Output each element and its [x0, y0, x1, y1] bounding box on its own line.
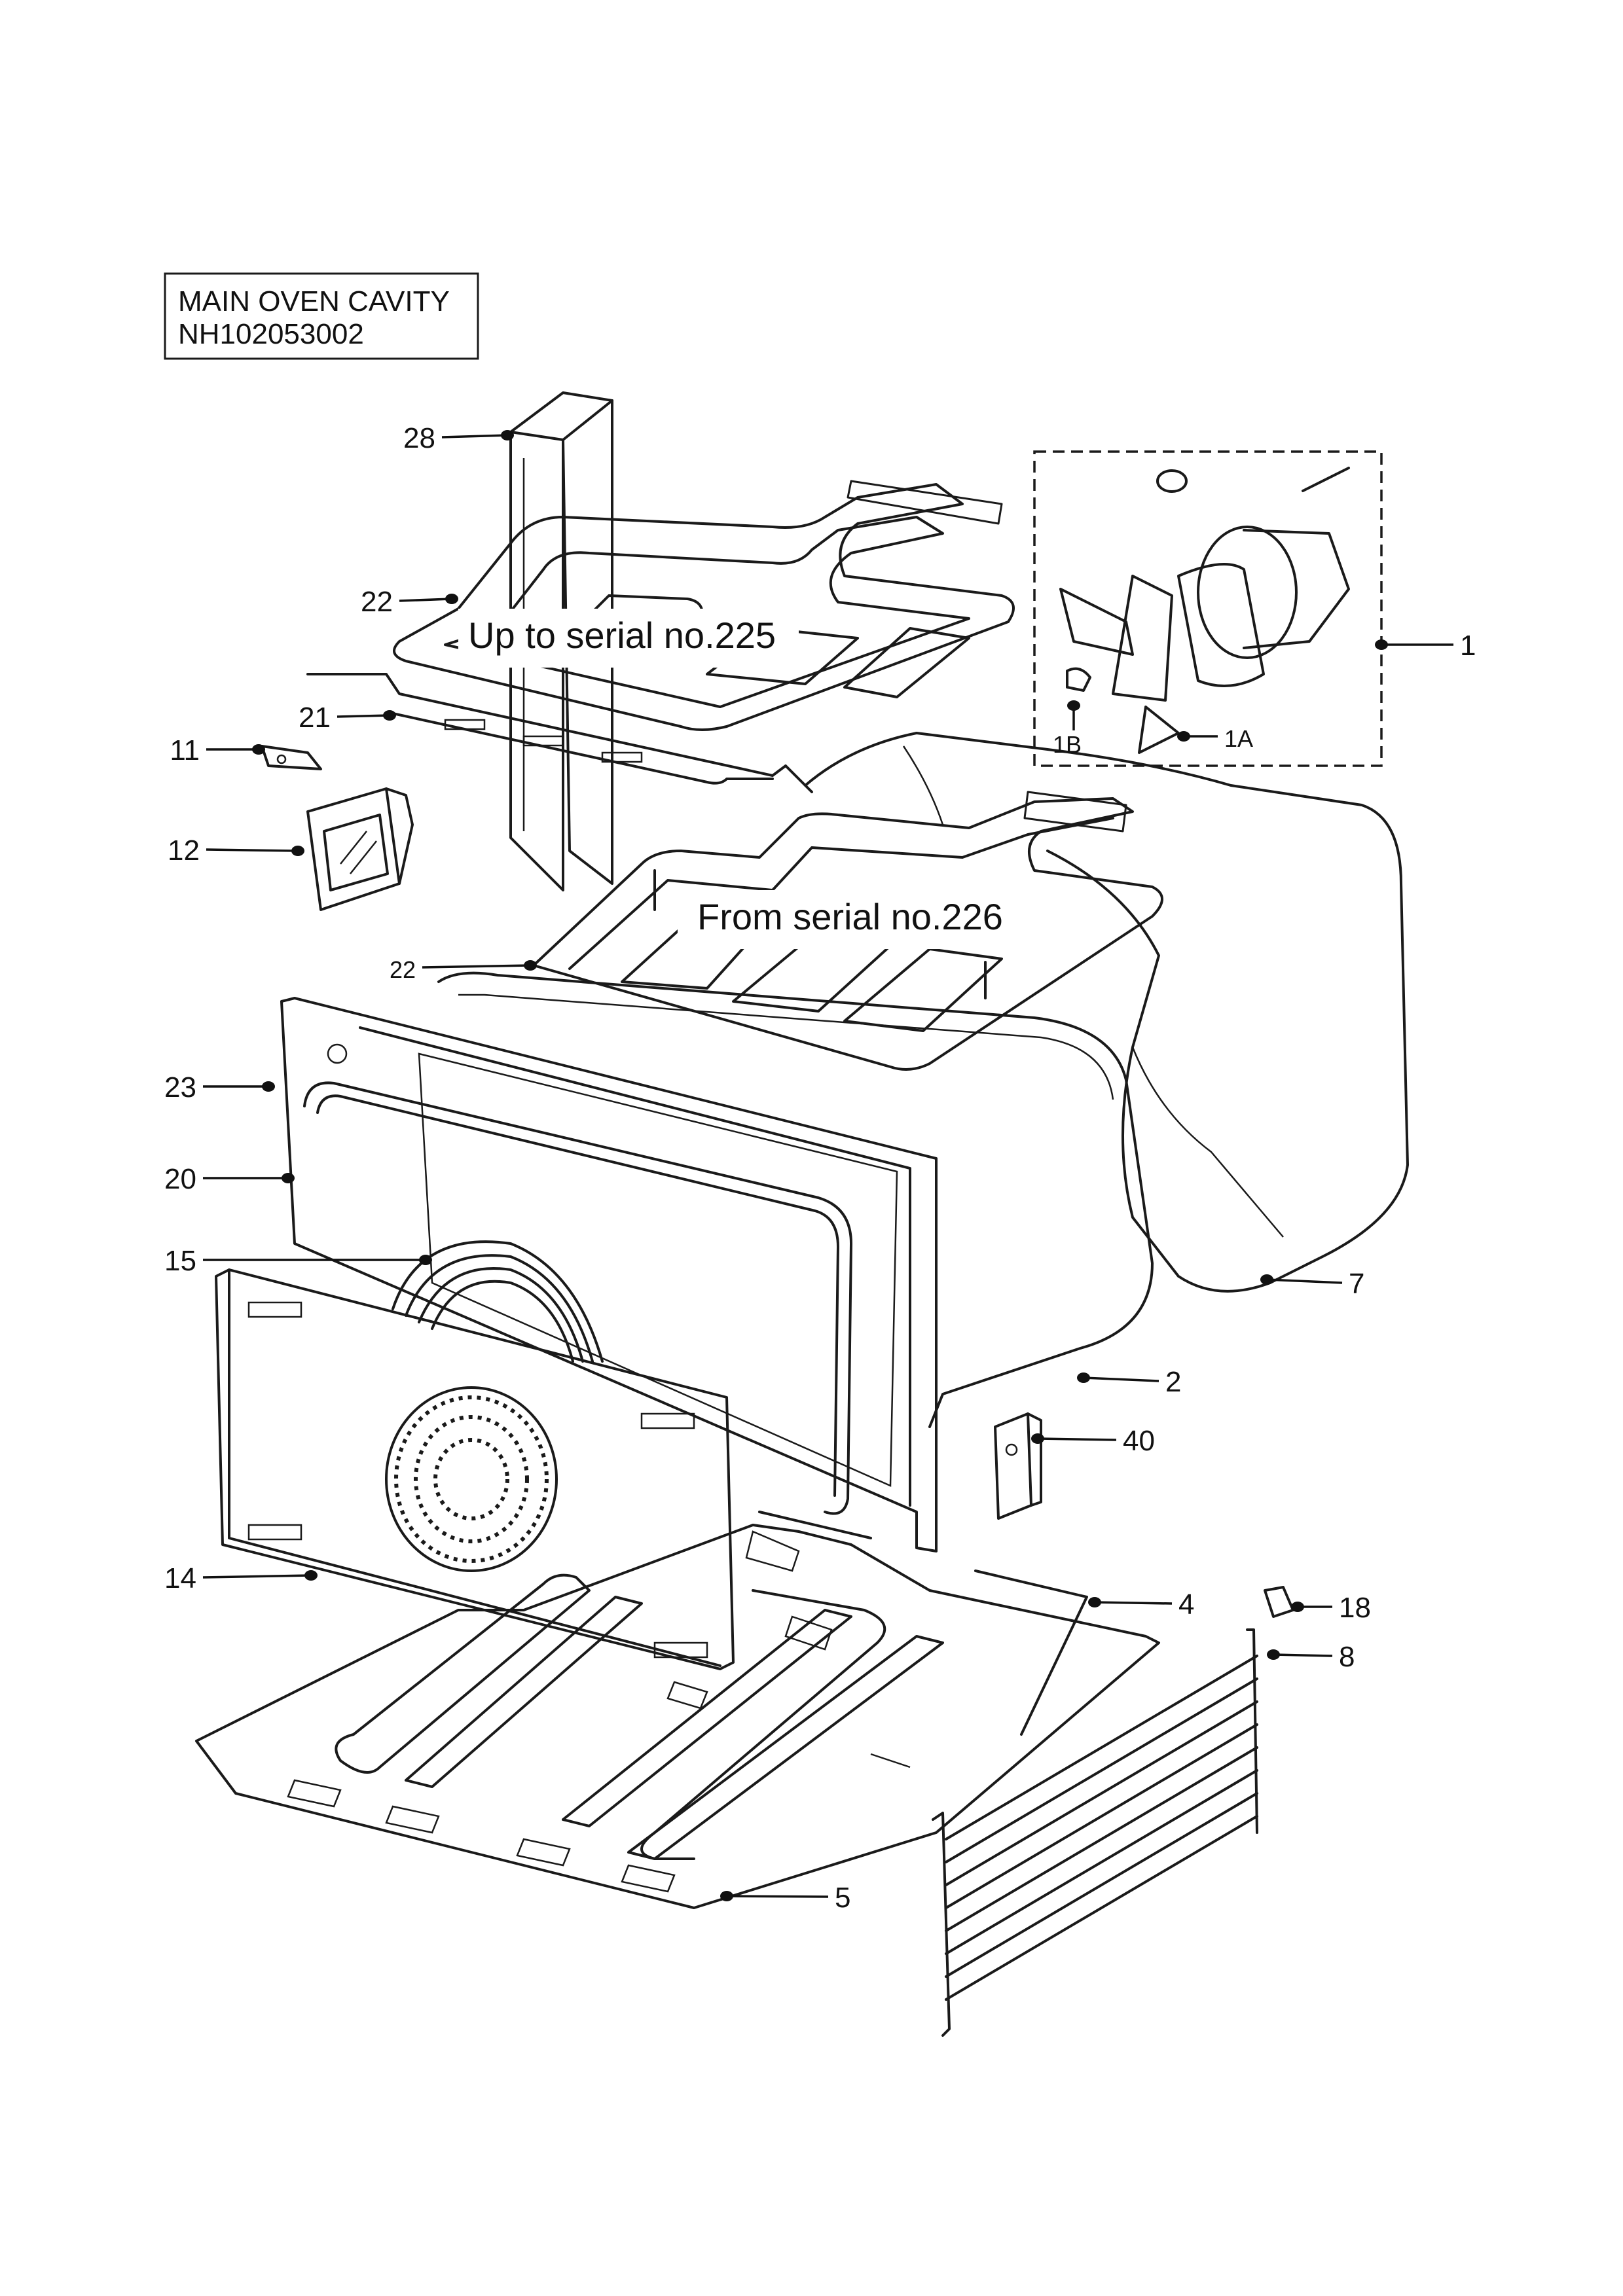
callout-dot [1031, 1433, 1044, 1444]
part-7-insulation [804, 732, 1409, 1293]
callout-leader [1273, 1653, 1333, 1657]
part-40-switch [994, 1412, 1042, 1520]
part-8-shelf-runner [932, 1628, 1258, 2037]
callout-22a: 22 [361, 586, 458, 618]
callout-dot [524, 960, 537, 971]
callout-leader [1083, 1376, 1159, 1382]
part-22-lower-grill [532, 791, 1163, 1071]
callout-layer: 28 22 21 11 12 22 23 20 15 14 1 1A 1B 7 2 40 4 18 8 5 [164, 422, 1476, 1914]
callout-leader [202, 1574, 312, 1579]
callout-dot [720, 1891, 733, 1901]
part-18-clip [1264, 1586, 1294, 1618]
callout-label: 2 [1165, 1366, 1181, 1398]
callout-label: 15 [164, 1245, 196, 1277]
callout-15: 15 [164, 1245, 432, 1277]
callout-dot [304, 1570, 318, 1581]
callout-22b: 22 [390, 956, 537, 983]
callout-dot [445, 594, 458, 604]
callout-5: 5 [720, 1882, 850, 1914]
callout-20: 20 [164, 1163, 295, 1195]
callout-1: 1 [1375, 630, 1476, 662]
callout-23: 23 [164, 1071, 275, 1103]
callout-18: 18 [1291, 1592, 1371, 1624]
callout-11: 11 [170, 734, 265, 766]
upper-grill-serial-note: Up to serial no.225 [468, 615, 776, 656]
callout-dot [1177, 731, 1190, 742]
callout-label: 20 [164, 1163, 196, 1195]
callout-label: 1B [1053, 731, 1082, 758]
callout-12: 12 [168, 834, 304, 867]
callout-leader [1266, 1278, 1343, 1284]
title-line-2: NH102053002 [178, 318, 364, 350]
callout-label: 1A [1224, 725, 1253, 752]
callout-21: 21 [299, 702, 396, 734]
part-5-floor [195, 1524, 1160, 1909]
lower-grill-note: From serial no.226 [678, 890, 1057, 949]
callout-dot [1088, 1597, 1101, 1607]
callout-dot [501, 430, 514, 440]
callout-dot [1067, 700, 1080, 711]
callout-dot [419, 1255, 432, 1265]
callout-4: 4 [1088, 1588, 1194, 1621]
callout-dot [252, 744, 265, 755]
upper-grill-note: Up to serial no.225 [458, 609, 799, 668]
callout-label: 21 [299, 702, 331, 734]
title-box: MAIN OVEN CAVITY NH102053002 [164, 272, 479, 360]
callout-dot [282, 1173, 295, 1183]
callout-label: 11 [170, 734, 200, 766]
callout-label: 5 [835, 1882, 850, 1914]
callout-label: 12 [168, 834, 200, 867]
part-23-front-frame [280, 997, 938, 1552]
title-line-1: MAIN OVEN CAVITY [178, 285, 450, 317]
callout-40: 40 [1031, 1425, 1155, 1457]
callout-2: 2 [1077, 1366, 1181, 1398]
callout-leader [1037, 1437, 1117, 1441]
callout-28: 28 [403, 422, 514, 454]
part-21-bracket [306, 673, 813, 793]
callout-label: 23 [164, 1071, 196, 1103]
callout-label: 22 [390, 956, 416, 983]
callout-leader [1094, 1601, 1173, 1605]
callout-label: 28 [403, 422, 435, 454]
callout-8: 8 [1267, 1641, 1355, 1673]
callout-1B: 1B [1053, 700, 1082, 758]
callout-label: 4 [1178, 1588, 1194, 1621]
part-2-cavity-body [437, 971, 1154, 1428]
callout-label: 40 [1123, 1425, 1155, 1457]
part-15-wire-bundle [392, 1240, 604, 1363]
callout-dot [1077, 1372, 1090, 1383]
callout-leader [206, 848, 299, 852]
part-4-base-element [335, 1511, 1088, 1860]
callout-label: 22 [361, 586, 393, 618]
lower-grill-serial-note: From serial no.226 [697, 896, 1003, 937]
callout-leader [399, 598, 452, 602]
callout-label: 14 [164, 1562, 196, 1594]
callout-dot [1291, 1602, 1304, 1612]
part-22-upper-grill [393, 480, 1015, 731]
callout-dot [1260, 1274, 1273, 1285]
callout-label: 18 [1339, 1592, 1371, 1624]
callout-dot [291, 846, 304, 856]
callout-14: 14 [164, 1562, 318, 1594]
callout-leader [422, 964, 531, 969]
part-20-seal [303, 1081, 852, 1515]
callout-leader [441, 434, 508, 439]
part-1-fan-assembly [1033, 450, 1383, 767]
part-14-back-panel [215, 1268, 735, 1670]
callout-1A: 1A [1177, 725, 1253, 752]
callout-label: 1 [1460, 630, 1476, 662]
callout-7: 7 [1260, 1268, 1364, 1300]
callout-leader [726, 1895, 829, 1898]
callout-dot [1267, 1649, 1280, 1660]
callout-dot [383, 710, 396, 721]
callout-dot [1375, 639, 1388, 650]
callout-label: 7 [1349, 1268, 1364, 1300]
part-11-clip [261, 745, 322, 770]
callout-dot [262, 1081, 275, 1092]
callout-leader [337, 714, 390, 718]
callout-label: 8 [1339, 1641, 1355, 1673]
part-12-lamp [306, 787, 414, 911]
